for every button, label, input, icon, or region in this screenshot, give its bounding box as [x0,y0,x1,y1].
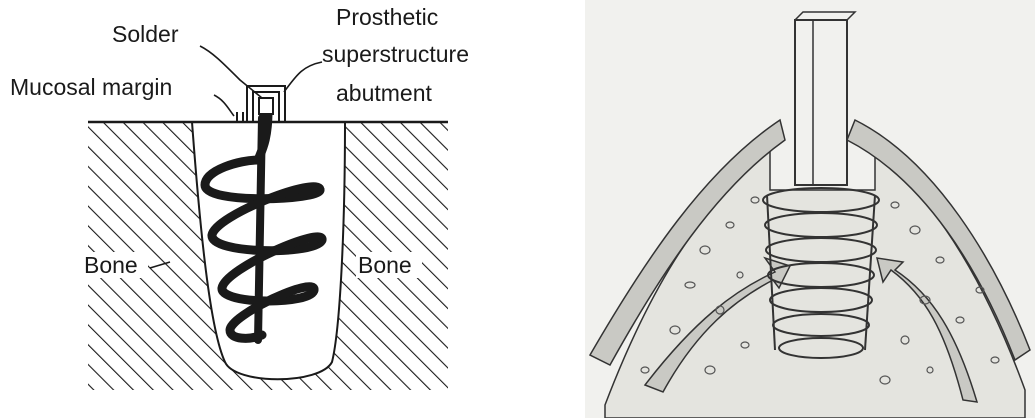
sketch-canvas [585,0,1035,418]
implant-post [795,20,847,185]
solder-label: Solder [112,21,179,47]
helical-coil [205,110,322,340]
prosthetic-label-line2: superstructure [322,41,469,67]
bone-label-right: Bone [358,252,412,278]
helical-implant-schematic: Solder Prosthetic superstructure abutmen… [0,0,575,418]
implant-sketch [585,0,1035,418]
prosthetic-label-line3: abutment [336,80,433,106]
mucosal-margin-label: Mucosal margin [10,74,172,100]
bone-label-left: Bone [84,252,138,278]
prosthetic-label-line1: Prosthetic [336,4,438,30]
schematic-canvas: Solder Prosthetic superstructure abutmen… [0,0,575,418]
